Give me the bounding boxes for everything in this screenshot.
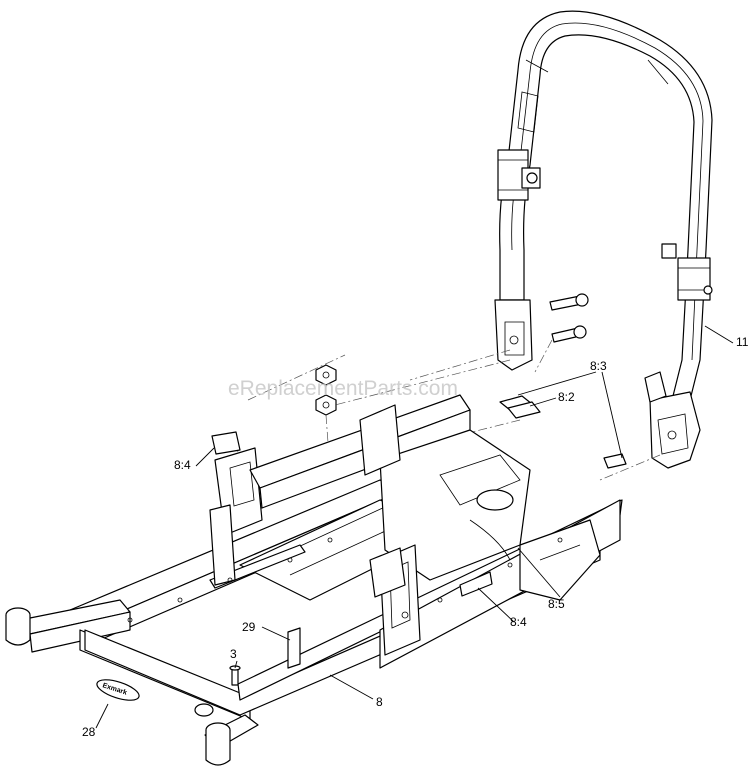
callout-8: 8 — [376, 695, 383, 709]
watermark-text: eReplacementParts.com — [228, 377, 458, 400]
alignment-lines — [231, 339, 661, 481]
main-frame — [5, 394, 623, 766]
callout-8-5: 8:5 — [548, 597, 565, 611]
callout-3: 3 — [230, 647, 237, 661]
callout-11: 11 — [736, 335, 749, 349]
callout-29: 29 — [242, 620, 256, 634]
callout-8-4-left: 8:4 — [174, 458, 191, 472]
roll-bar — [494, 10, 713, 469]
callout-8-3: 8:3 — [590, 359, 607, 373]
decals — [211, 395, 627, 469]
leader-lines — [95, 325, 734, 729]
callout-8-4-bottom: 8:4 — [510, 615, 527, 629]
callout-28: 28 — [82, 725, 96, 739]
callout-8-2: 8:2 — [558, 390, 575, 404]
exmark-logo: Exmark — [96, 679, 140, 701]
hardware-nuts — [315, 364, 337, 416]
rops-bolts — [549, 293, 589, 343]
